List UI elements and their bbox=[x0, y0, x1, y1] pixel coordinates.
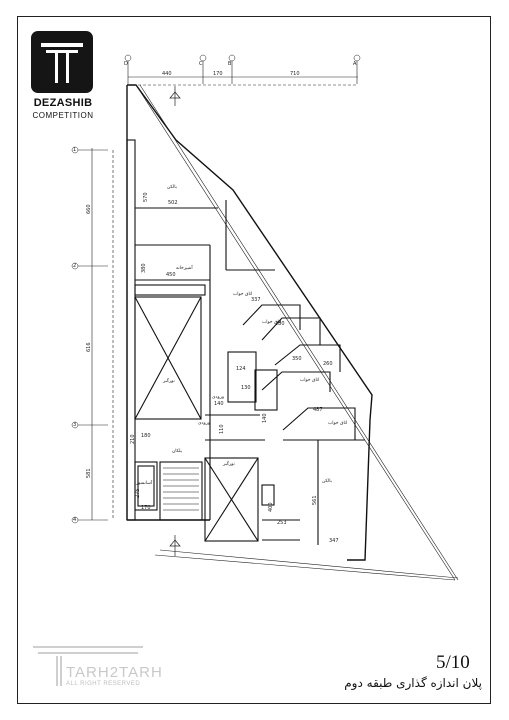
watermark-name: TARH2TARH bbox=[66, 664, 163, 681]
room-bedroom-4: اتاق خواب bbox=[328, 421, 348, 426]
axis-top-a: A bbox=[353, 61, 357, 67]
dim-interior-260: 260 bbox=[323, 361, 333, 367]
dim-interior-140a: 140 bbox=[214, 401, 224, 407]
room-entrance: ورودی bbox=[212, 395, 225, 400]
axis-left-1: 1 bbox=[73, 147, 77, 153]
page-frame bbox=[17, 16, 491, 704]
room-corridor: ورودی bbox=[198, 421, 211, 426]
plan-title: پلان اندازه گذاری طبقه دوم bbox=[344, 676, 482, 690]
axis-left-3: 3 bbox=[73, 422, 77, 428]
axis-left-4: 4 bbox=[73, 517, 77, 523]
page-number: 5/10 bbox=[436, 652, 470, 673]
brand-subtitle: COMPETITION bbox=[32, 111, 94, 120]
axis-top-d: D bbox=[124, 61, 128, 67]
dim-interior-180: 180 bbox=[141, 433, 151, 439]
logo-icon bbox=[31, 31, 93, 93]
dim-interior-124: 124 bbox=[236, 366, 246, 372]
dim-top-3: 710 bbox=[290, 71, 300, 77]
room-balcony-bottom: بالکن bbox=[322, 479, 332, 484]
dim-interior-350: 350 bbox=[292, 356, 302, 362]
dim-interior-130: 130 bbox=[241, 385, 251, 391]
room-stair-balcony: پلکان bbox=[172, 449, 182, 454]
dim-interior-280: 280 bbox=[275, 321, 285, 327]
dim-interior-347: 347 bbox=[329, 538, 339, 544]
axis-top-b: B bbox=[228, 61, 232, 67]
watermark-rights: ALL RIGHT RESERVED bbox=[66, 681, 141, 687]
room-bedroom-3: اتاق خواب bbox=[300, 378, 320, 383]
room-bedroom-1: اتاق خواب bbox=[233, 292, 253, 297]
dim-interior-502: 502 bbox=[168, 200, 178, 206]
dim-interior-487: 487 bbox=[313, 407, 323, 413]
room-bedroom-2: اتاق خواب bbox=[262, 320, 282, 325]
dim-interior-337: 337 bbox=[251, 297, 261, 303]
brand-name: DEZASHIB bbox=[33, 97, 93, 109]
dim-top-2: 170 bbox=[213, 71, 223, 77]
axis-top-c: C bbox=[199, 61, 203, 67]
room-balcony-top: بالکن bbox=[167, 185, 177, 190]
room-skylight-1: نورگیر bbox=[163, 379, 175, 384]
dim-interior-450: 450 bbox=[166, 272, 176, 278]
room-kitchen: آشپزخانه bbox=[176, 266, 193, 271]
axis-left-2: 2 bbox=[73, 263, 77, 269]
dim-interior-170: 170 bbox=[141, 505, 151, 511]
dim-top-1: 440 bbox=[162, 71, 172, 77]
room-elevator: آسانسور bbox=[136, 481, 153, 486]
dim-interior-253: 253 bbox=[277, 520, 287, 526]
room-skylight-2: نورگیر bbox=[223, 462, 235, 467]
